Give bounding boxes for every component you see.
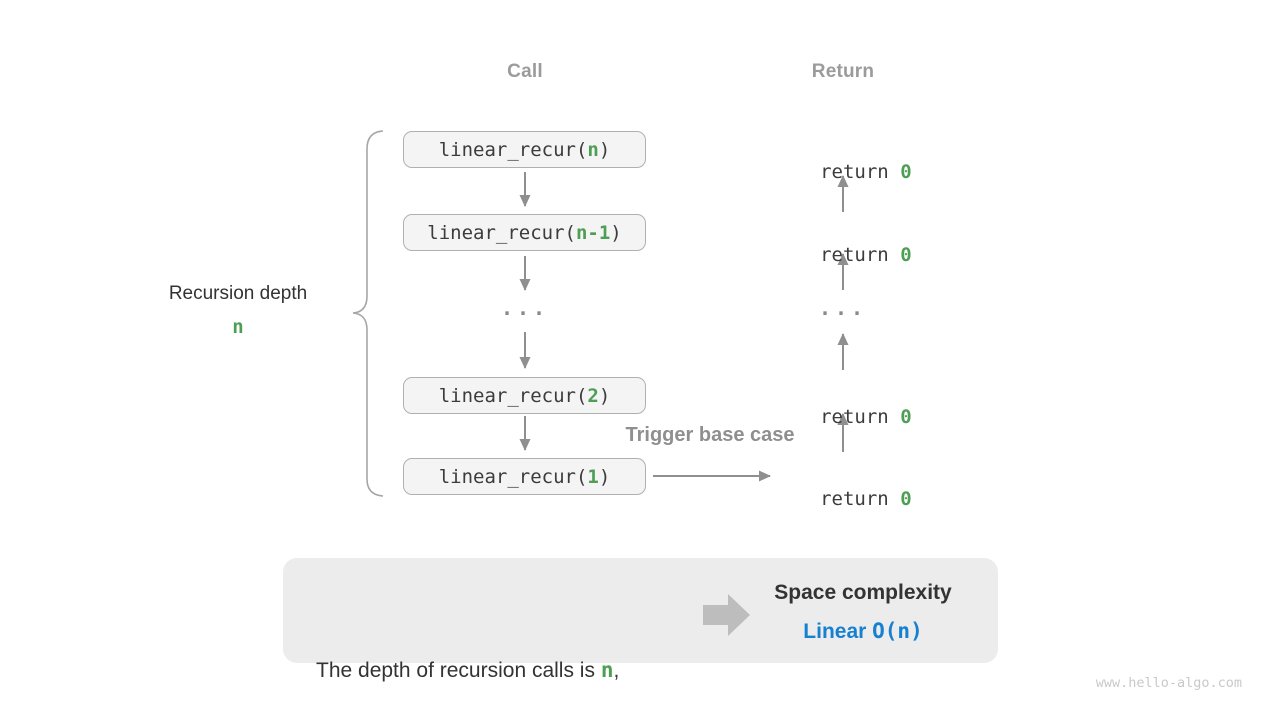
return-keyword: return bbox=[820, 244, 901, 266]
return-value: 0 bbox=[900, 488, 912, 510]
call-ellipsis: ... bbox=[500, 296, 550, 320]
recursion-depth-title: Recursion depth bbox=[168, 283, 308, 304]
code-text: linear_recur( bbox=[438, 465, 588, 488]
return-ellipsis: ... bbox=[818, 296, 868, 320]
call-box-n-1: linear_recur(n-1) bbox=[403, 214, 646, 251]
summary-left-text: The depth of recursion calls is n, using… bbox=[316, 573, 619, 720]
watermark: www.hello-algo.com bbox=[1095, 675, 1242, 691]
return-statement-4: return 0 bbox=[770, 466, 916, 532]
code-text: linear_recur( bbox=[427, 221, 576, 244]
summary-text: The depth of recursion calls is bbox=[316, 659, 601, 682]
complexity-formula: O(n) bbox=[872, 619, 923, 643]
summary-line-1: The depth of recursion calls is n, bbox=[316, 651, 619, 690]
return-value: 0 bbox=[900, 406, 912, 428]
code-text: ) bbox=[610, 221, 622, 244]
trigger-base-case-label: Trigger base case bbox=[625, 424, 795, 446]
code-arg: n bbox=[587, 138, 599, 161]
return-statement-2: return 0 bbox=[770, 222, 916, 288]
return-statement-3: return 0 bbox=[770, 384, 916, 450]
return-keyword: return bbox=[820, 488, 901, 510]
call-box-1: linear_recur(1) bbox=[403, 458, 646, 495]
space-complexity-result: Linear O(n) bbox=[738, 612, 988, 651]
code-text: ) bbox=[598, 465, 611, 488]
code-arg: 1 bbox=[587, 465, 599, 488]
return-column-header: Return bbox=[811, 61, 875, 82]
summary-n-green: n bbox=[600, 658, 614, 682]
code-text: ) bbox=[598, 138, 611, 161]
code-text: linear_recur( bbox=[438, 138, 588, 161]
call-column-header: Call bbox=[507, 61, 543, 82]
code-text: linear_recur( bbox=[438, 384, 588, 407]
summary-right-text: Space complexity Linear O(n) bbox=[738, 573, 988, 651]
summary-text: , bbox=[613, 659, 620, 682]
code-arg: n-1 bbox=[575, 221, 611, 244]
return-keyword: return bbox=[820, 406, 901, 428]
return-keyword: return bbox=[820, 161, 901, 183]
return-statement-1: return 0 bbox=[770, 139, 916, 205]
recursion-depth-value: n bbox=[232, 316, 244, 338]
summary-panel: The depth of recursion calls is n, using… bbox=[283, 558, 998, 682]
return-value: 0 bbox=[900, 244, 912, 266]
code-text: ) bbox=[598, 384, 611, 407]
complexity-class-label: Linear bbox=[803, 620, 873, 643]
space-complexity-title: Space complexity bbox=[774, 581, 952, 604]
recursion-depth-brace bbox=[352, 130, 384, 497]
return-value: 0 bbox=[900, 161, 912, 183]
recursion-depth-label: Recursion depth n bbox=[120, 283, 356, 338]
right-block-arrow-icon bbox=[703, 594, 750, 636]
call-box-2: linear_recur(2) bbox=[403, 377, 646, 414]
code-arg: 2 bbox=[587, 384, 599, 407]
call-box-n: linear_recur(n) bbox=[403, 131, 646, 168]
